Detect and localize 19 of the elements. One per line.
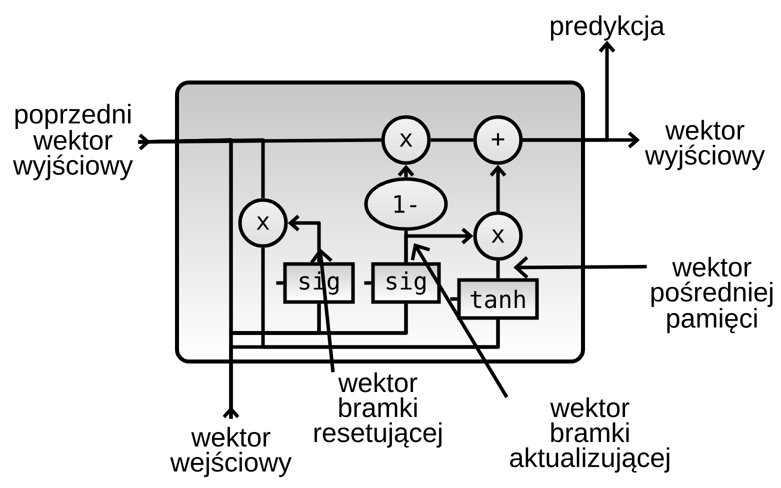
- text-label: wektor bramki resetującej: [314, 372, 442, 448]
- text-label: wektor bramki aktualizującej: [510, 397, 670, 473]
- text-label: wektor pośredniej pamięci: [651, 256, 772, 334]
- arrow: [490, 164, 506, 212]
- activation-box: tanh: [450, 278, 539, 320]
- activation-box: sig: [364, 262, 441, 304]
- text-label: wektor wyjściowy: [644, 120, 765, 170]
- text-label: predykcja: [550, 15, 665, 41]
- arrow: [288, 214, 321, 262]
- arrow: [404, 228, 474, 262]
- text-label: poprzedni wektor wyjściowy: [12, 104, 133, 180]
- text-label: wektor wejściowy: [170, 426, 292, 478]
- connector-line: [430, 138, 474, 142]
- arrow: [522, 40, 616, 142]
- pointer-arrow: [514, 256, 647, 279]
- pointer-arrow: [410, 243, 508, 398]
- arrow: [138, 134, 382, 150]
- arrow: [222, 304, 321, 418]
- connector-line: [496, 260, 500, 278]
